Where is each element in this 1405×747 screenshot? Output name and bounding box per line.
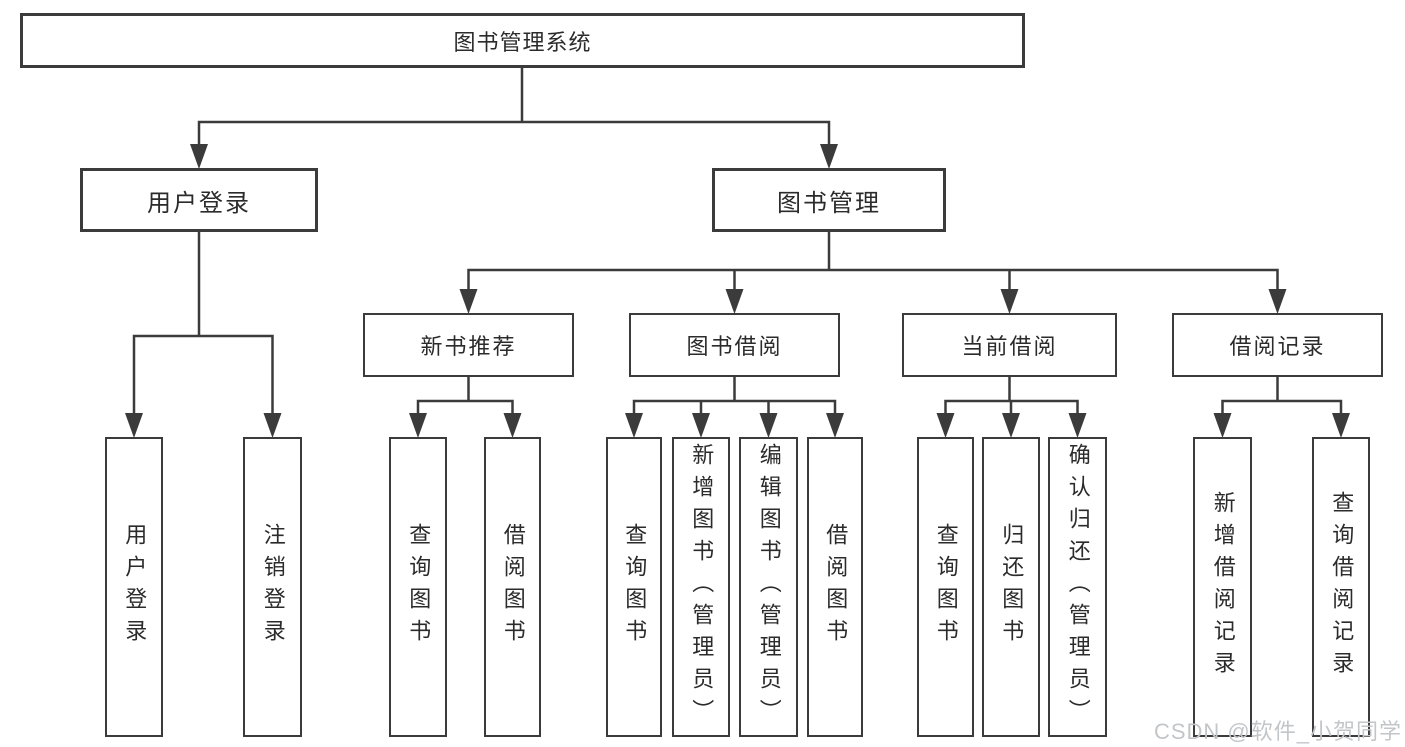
arrow-head-icon	[459, 289, 478, 314]
arrow-head-icon	[503, 413, 522, 438]
arrow-head-icon	[725, 289, 744, 314]
leaf-current-return-books: 归还图书	[982, 437, 1040, 737]
leaf-current-query-books: 查询图书	[917, 437, 974, 737]
node-new-book-recommendation: 新书推荐	[363, 313, 574, 377]
arrow-head-icon	[1068, 413, 1087, 438]
node-borrowing-records: 借阅记录	[1172, 313, 1383, 377]
leaf-borrowing-add-books-admin-label: 新增图书（管理员）	[689, 443, 715, 731]
connector-path	[132, 66, 1343, 416]
leaf-current-return-books-label: 归还图书	[999, 523, 1025, 651]
arrow-head-icon	[625, 413, 643, 438]
leaf-newbook-borrow-books: 借阅图书	[484, 437, 541, 737]
arrow-head-icon	[759, 413, 778, 438]
leaf-logout-label: 注销登录	[260, 523, 286, 651]
arrow-head-icon	[1002, 413, 1020, 438]
leaf-borrowing-borrow-books: 借阅图书	[807, 437, 863, 737]
arrow-head-icon	[936, 413, 955, 438]
leaf-newbook-query-books: 查询图书	[389, 437, 447, 737]
node-current-borrowing: 当前借阅	[902, 313, 1117, 377]
arrow-head-icon	[826, 413, 844, 438]
node-book-borrowing: 图书借阅	[629, 313, 840, 377]
arrow-head-icon	[1268, 289, 1287, 314]
leaf-borrowing-query-books: 查询图书	[606, 437, 662, 737]
arrow-head-icon	[409, 413, 427, 438]
arrow-heads	[125, 144, 1350, 438]
arrow-head-icon	[692, 413, 710, 438]
leaf-borrowing-edit-books-admin: 编辑图书（管理员）	[739, 437, 798, 737]
leaf-current-query-books-label: 查询图书	[933, 523, 959, 651]
arrow-head-icon	[190, 144, 208, 169]
leaf-newbook-borrow-books-label: 借阅图书	[500, 523, 526, 651]
csdn-watermark: CSDN @软件_小贺同学	[1153, 719, 1402, 744]
leaf-records-query-record-label: 查询借阅记录	[1329, 491, 1355, 683]
leaf-borrowing-add-books-admin: 新增图书（管理员）	[672, 437, 730, 737]
leaf-logout: 注销登录	[243, 437, 302, 737]
leaf-borrowing-query-books-label: 查询图书	[622, 523, 648, 651]
leaf-records-add-record-label: 新增借阅记录	[1210, 491, 1236, 683]
arrow-head-icon	[125, 413, 143, 438]
node-book-management: 图书管理	[712, 168, 946, 232]
arrow-head-icon	[263, 413, 282, 438]
leaf-current-confirm-return-admin-label: 确认归还（管理员）	[1065, 443, 1091, 731]
leaf-records-add-record: 新增借阅记录	[1193, 437, 1252, 737]
leaf-current-confirm-return-admin: 确认归还（管理员）	[1048, 437, 1107, 737]
arrow-head-icon	[820, 144, 838, 169]
arrow-head-icon	[1213, 413, 1232, 438]
leaf-user-login: 用户登录	[105, 437, 163, 737]
node-user-login: 用户登录	[80, 168, 318, 232]
leaf-borrowing-borrow-books-label: 借阅图书	[823, 523, 849, 651]
leaf-records-query-record: 查询借阅记录	[1312, 437, 1370, 737]
arrow-head-icon	[1332, 413, 1350, 438]
leaf-newbook-query-books-label: 查询图书	[406, 523, 432, 651]
arrow-head-icon	[1000, 289, 1019, 314]
node-library-management-system: 图书管理系统	[20, 13, 1025, 68]
leaf-user-login-label: 用户登录	[122, 523, 148, 651]
leaf-borrowing-edit-books-admin-label: 编辑图书（管理员）	[756, 443, 782, 731]
